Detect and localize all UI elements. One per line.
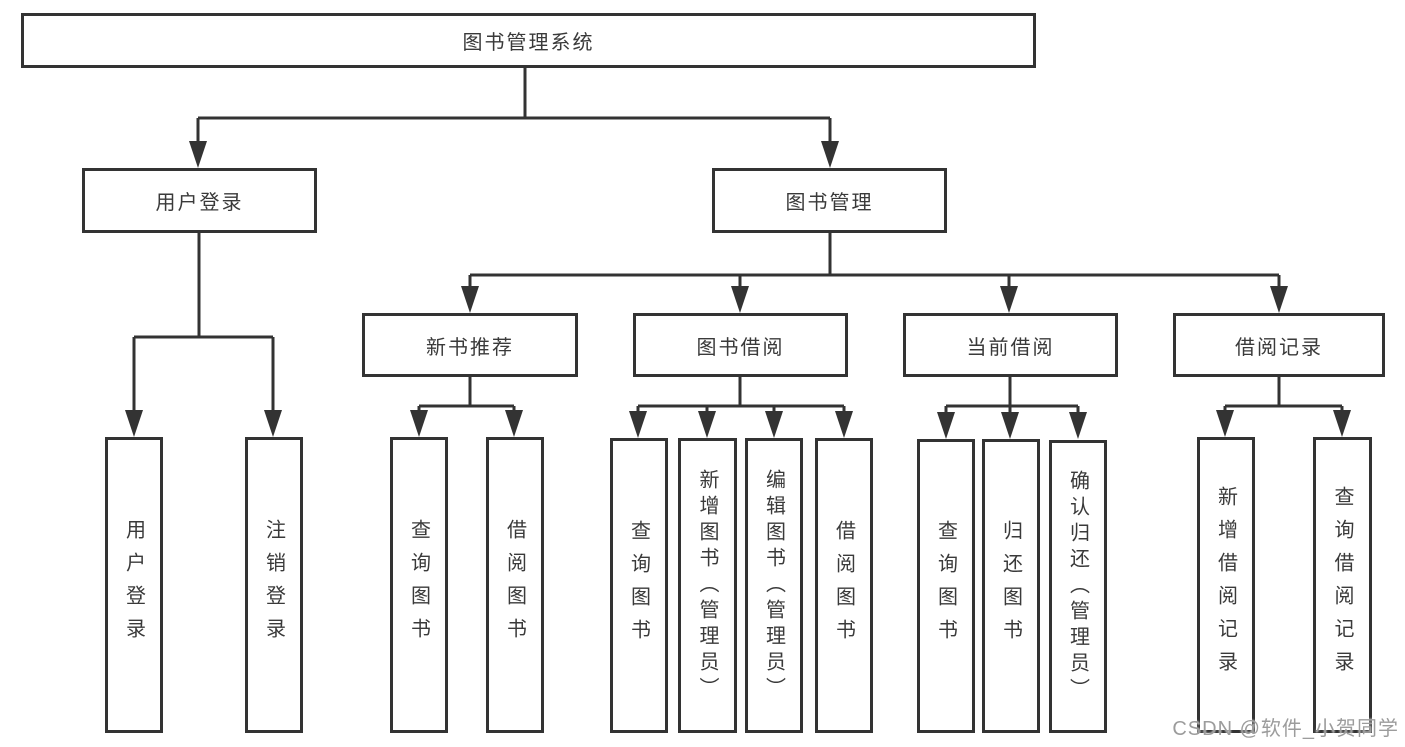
leaf-query-borrow-record: 查询借阅记录 <box>1313 437 1372 733</box>
leaf-borrow-books-recommend: 借阅图书 <box>486 437 544 733</box>
leaf-query-books-current: 查询图书 <box>917 439 975 733</box>
node-borrow-records: 借阅记录 <box>1173 313 1385 377</box>
leaf-return-books: 归还图书 <box>982 439 1040 733</box>
leaf-confirm-return-admin: 确认归还（管理员） <box>1049 440 1107 733</box>
leaf-add-borrow-record: 新增借阅记录 <box>1197 437 1255 733</box>
node-new-book-recommend: 新书推荐 <box>362 313 578 377</box>
leaf-edit-book-admin: 编辑图书（管理员） <box>745 438 803 733</box>
node-book-borrow: 图书借阅 <box>633 313 848 377</box>
node-library-system: 图书管理系统 <box>21 13 1036 68</box>
watermark: CSDN @软件_小贺同学 <box>1172 718 1399 740</box>
leaf-borrow-books: 借阅图书 <box>815 438 873 733</box>
leaf-add-book-admin: 新增图书（管理员） <box>678 438 737 733</box>
node-current-borrow: 当前借阅 <box>903 313 1118 377</box>
node-user-login: 用户登录 <box>82 168 317 233</box>
leaf-query-books-borrow: 查询图书 <box>610 438 668 733</box>
leaf-logout: 注销登录 <box>245 437 303 733</box>
leaf-user-login: 用户登录 <box>105 437 163 733</box>
arrowheads <box>125 141 1351 439</box>
node-book-management: 图书管理 <box>712 168 947 233</box>
leaf-query-books-recommend: 查询图书 <box>390 437 448 733</box>
